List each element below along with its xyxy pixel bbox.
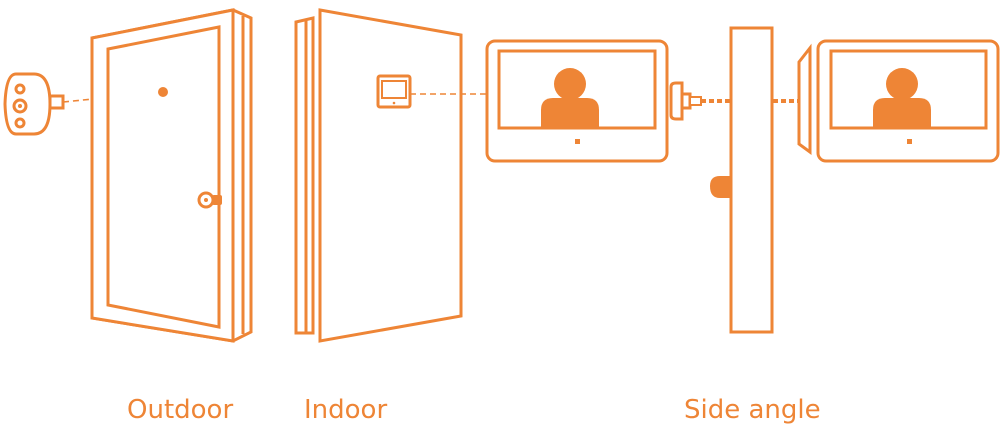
peephole-dot (158, 87, 168, 97)
door-outside-icon (90, 8, 253, 343)
mini-monitor-icon (376, 74, 412, 109)
peephole-side-view-icon (669, 81, 702, 121)
person-silhouette-icon (873, 68, 931, 128)
mounted-monitor-icon (797, 39, 1000, 163)
caption-indoor: Indoor (304, 395, 388, 425)
peephole-camera-icon (3, 72, 65, 136)
video-monitor-icon (485, 39, 669, 163)
caption-outdoor: Outdoor (127, 395, 234, 425)
caption-side-angle: Side angle (684, 395, 821, 425)
person-silhouette-icon (541, 68, 599, 128)
door-inside-icon (294, 8, 463, 343)
door-side-view-icon (710, 26, 774, 334)
